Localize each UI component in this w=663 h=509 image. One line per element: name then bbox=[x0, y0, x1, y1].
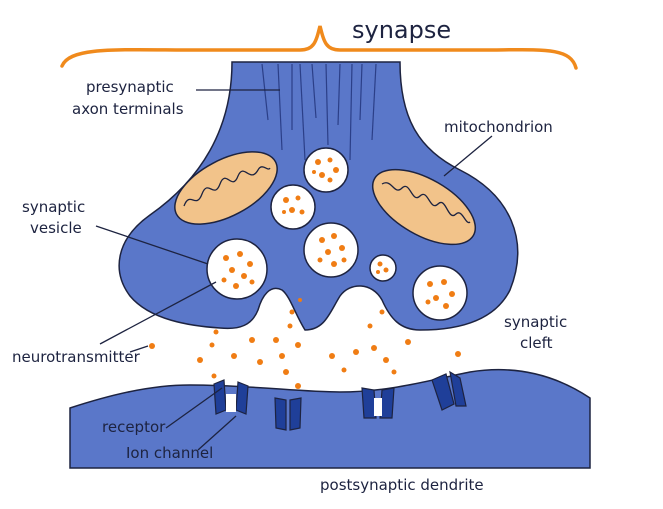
synapse-bracket bbox=[60, 25, 578, 70]
label-postsynaptic-dendrite: postsynaptic dendrite bbox=[320, 476, 484, 494]
mitochondrion-right bbox=[371, 168, 477, 246]
label-presynaptic-line2: axon terminals bbox=[72, 100, 184, 118]
label-mitochondrion: mitochondrion bbox=[444, 118, 553, 136]
label-neurotransmitter: neurotransmitter bbox=[12, 348, 141, 366]
vesicle bbox=[303, 222, 359, 278]
label-receptor: receptor bbox=[102, 418, 166, 436]
label-presynaptic-line1: presynaptic bbox=[86, 78, 174, 96]
mitochondrion-leader bbox=[443, 135, 493, 177]
synaptic-vesicle-leader bbox=[95, 225, 209, 265]
cleft-neurotransmitters bbox=[149, 298, 461, 389]
diagram-title: synapse bbox=[352, 16, 451, 44]
label-synaptic-cleft-line1: synaptic bbox=[504, 313, 567, 331]
axon-filaments bbox=[261, 63, 377, 161]
neurotransmitter-leader-1 bbox=[99, 281, 217, 345]
neurotransmitter-leader-2 bbox=[129, 345, 149, 353]
label-synaptic-vesicle-line2: vesicle bbox=[30, 219, 82, 237]
label-ion-channel: Ion channel bbox=[126, 444, 213, 462]
ion-channels bbox=[213, 370, 467, 431]
ion-channel-2 bbox=[274, 397, 302, 431]
vesicle bbox=[270, 184, 316, 230]
vesicle-contents bbox=[221, 157, 455, 309]
receptor-leader bbox=[165, 387, 223, 429]
vesicle bbox=[412, 265, 468, 321]
label-synaptic-cleft-line2: cleft bbox=[520, 334, 553, 352]
vesicle bbox=[369, 254, 397, 282]
ion-channel-3 bbox=[361, 387, 395, 419]
vesicle bbox=[206, 238, 268, 300]
vesicle bbox=[303, 147, 349, 193]
ion-channel-1 bbox=[213, 379, 249, 415]
ion-channel-4 bbox=[431, 370, 467, 411]
ion-channel-leader bbox=[197, 415, 237, 451]
label-synaptic-vesicle-line1: synaptic bbox=[22, 198, 85, 216]
mitochondrion-left bbox=[174, 151, 278, 225]
